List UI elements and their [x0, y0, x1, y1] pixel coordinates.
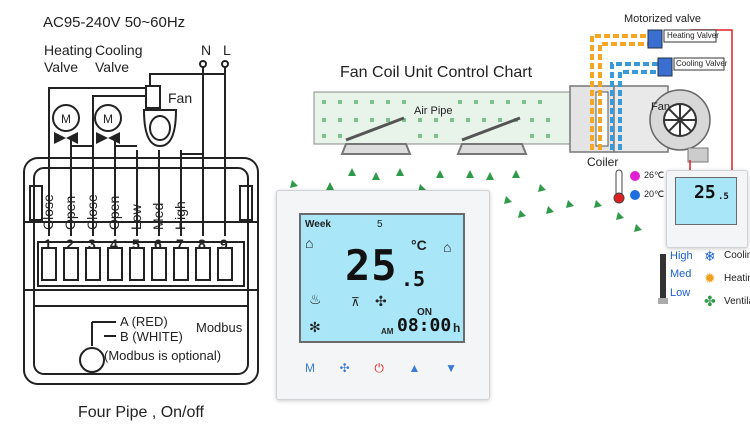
speed-low-label: Low: [670, 287, 691, 299]
temperature-main: 25: [345, 241, 398, 290]
main-thermostat: Week 5 ⌂ ⌂ 25 .5 °C ♨ ⊼ ✣ ✻ ON AM 08:00 …: [276, 190, 490, 400]
heat-icon: ♨: [309, 291, 322, 307]
wiring-caption: Four Pipe , On/off: [78, 404, 204, 421]
terminal-number-1: 1: [44, 236, 52, 252]
chart-title: Fan Coil Unit Control Chart: [340, 64, 533, 81]
voltage-label: AC95-240V 50~60Hz: [43, 14, 186, 31]
n-label: N: [201, 42, 212, 58]
valve-icon: ⊼: [351, 295, 360, 309]
terminal-label-5: Low: [128, 204, 144, 230]
terminal-number-6: 6: [154, 236, 162, 252]
mode-button-icon[interactable]: M: [305, 361, 315, 375]
terminal-number-2: 2: [66, 236, 74, 252]
heating-sun-icon: ✹: [704, 270, 716, 286]
week-label: Week: [305, 219, 331, 230]
mini-thermostat: 25 .5: [666, 170, 748, 248]
mini-temperature-decimal: .5: [718, 192, 729, 202]
home-icon: ⌂: [443, 239, 452, 255]
cooling-label: Cooling: [724, 250, 750, 261]
heating-valver-label: Heating Valver: [667, 31, 719, 40]
terminal-label-3: Close: [84, 194, 100, 230]
clock-hour-unit: h: [453, 321, 461, 335]
main-button-row: M ✣ ⏻ ▲ ▼: [305, 361, 457, 377]
terminal-label-4: Open: [106, 195, 122, 230]
temp-26-label: 26℃: [644, 170, 665, 180]
cooling-mode-icon: ✻: [309, 319, 321, 335]
terminal-number-4: 4: [110, 236, 118, 252]
on-label: ON: [417, 307, 432, 318]
cooling-valver-label: Cooling Valver: [676, 59, 728, 68]
up-button-icon[interactable]: ▲: [408, 361, 421, 375]
air-pipe-label: Air Pipe: [414, 105, 453, 117]
terminal-label-2: Open: [62, 195, 78, 230]
svg-text:M: M: [61, 112, 71, 126]
heating-valve-text: Heating Valve: [44, 42, 93, 75]
heating-valve-label: Heating Valve: [44, 42, 92, 76]
terminal-number-5: 5: [132, 236, 140, 252]
fan-label: Fan: [168, 90, 193, 106]
mini-lcd-screen: 25 .5: [675, 177, 737, 225]
schedule-icon: ⌂: [305, 235, 314, 251]
temperature-unit: °C: [411, 237, 427, 253]
mini-temperature-main: 25: [694, 182, 716, 203]
fan-button-icon[interactable]: ✣: [339, 361, 350, 375]
terminal-number-9: 9: [220, 236, 228, 252]
terminal-label-7: High: [172, 201, 188, 230]
terminal-number-3: 3: [88, 236, 96, 252]
l-label: L: [223, 42, 231, 58]
modbus-b-label: B (WHITE): [120, 329, 183, 344]
cooling-valve-label: Cooling Valve: [95, 42, 142, 76]
terminal-label-6: Med: [150, 202, 166, 230]
fan-speed-icon: ✣: [375, 293, 387, 309]
ventilation-fan-icon: ✤: [704, 293, 716, 309]
terminal-label-1: Close: [40, 194, 56, 230]
temp-20-label: 20℃: [644, 189, 665, 199]
heating-label: Heating: [724, 273, 750, 284]
clock-time: 08:00: [397, 315, 452, 336]
coiler-label: Coiler: [587, 155, 619, 169]
speed-med-label: Med: [670, 268, 692, 280]
fan-unit-label: Fan: [651, 101, 670, 113]
terminal-number-8: 8: [198, 236, 206, 252]
power-button-icon[interactable]: ⏻: [374, 361, 384, 375]
main-lcd-screen: Week 5 ⌂ ⌂ 25 .5 °C ♨ ⊼ ✣ ✻ ON AM 08:00 …: [299, 213, 465, 343]
terminal-number-7: 7: [176, 236, 184, 252]
temperature-decimal: .5: [401, 267, 426, 291]
svg-text:M: M: [103, 112, 113, 126]
modbus-note: (Modbus is optional): [104, 348, 222, 363]
am-label: AM: [381, 327, 394, 336]
motorized-valve-label: Motorized valve: [624, 13, 702, 25]
down-button-icon[interactable]: ▼: [445, 361, 457, 375]
speed-high-label: High: [670, 250, 693, 262]
cooling-valve-text: Cooling Valve: [95, 42, 143, 75]
modbus-a-label: A (RED): [120, 314, 168, 329]
ventilation-label: Ventilat: [724, 296, 750, 307]
modbus-label: Modbus: [196, 320, 243, 335]
day-label: 5: [377, 219, 383, 230]
cooling-snowflake-icon: ❄: [704, 248, 716, 264]
